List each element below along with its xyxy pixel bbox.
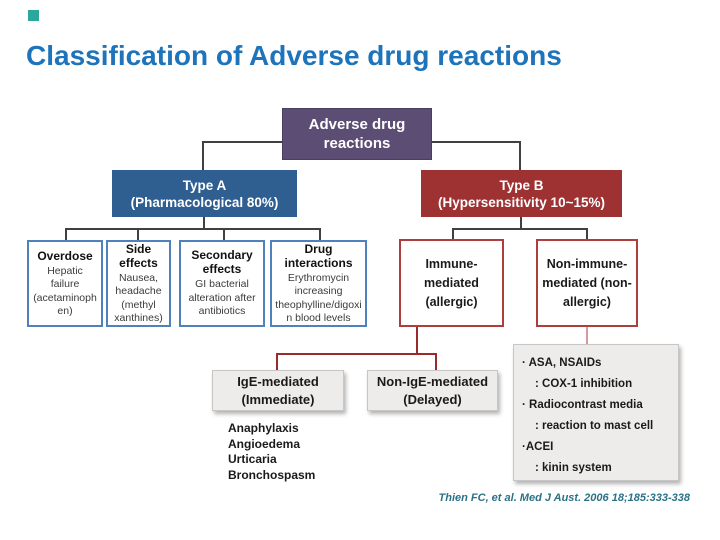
node-type-b: Type B (Hypersensitivity 10~15%) xyxy=(421,170,622,217)
connector-line xyxy=(223,228,225,240)
connector-line xyxy=(452,228,454,239)
node-secondary-effects: Secondary effects GI bacterial alteratio… xyxy=(179,240,265,327)
connector-line xyxy=(452,228,588,230)
detail-item: ·ACEI xyxy=(522,441,554,453)
detail-item: · ASA, NSAIDs xyxy=(522,357,602,369)
node-label: Adverse drug reactions xyxy=(308,116,406,152)
node-immune-mediated: Immune-mediated (allergic) xyxy=(399,239,504,327)
connector-line xyxy=(276,353,437,355)
node-body: GI bacterial alteration after antibiotic… xyxy=(188,278,256,318)
connector-line xyxy=(203,141,282,143)
detail-mechanism: : COX-1 inhibition xyxy=(535,378,633,390)
citation: Thien FC, et al. Med J Aust. 2006 18;185… xyxy=(438,492,690,504)
ige-examples-list: Anaphylaxis Angioedema Urticaria Broncho… xyxy=(228,421,315,483)
connector-line xyxy=(519,141,521,170)
node-title: Overdose xyxy=(37,248,93,263)
node-body: Erythromycin increasing theophylline/dig… xyxy=(275,271,362,325)
connector-line xyxy=(520,217,522,229)
node-label: Immune-mediated (allergic) xyxy=(424,256,479,309)
node-label: Non-immune-mediated (non-allergic) xyxy=(542,256,632,309)
non-immune-details-panel: · ASA, NSAIDs : COX-1 inhibition · Radio… xyxy=(513,344,679,481)
connector-line xyxy=(586,327,588,344)
node-title: IgE-mediated xyxy=(237,373,319,389)
node-title: Type B xyxy=(499,177,544,193)
slide-accent-square xyxy=(28,10,39,21)
list-item: Anaphylaxis xyxy=(228,421,299,435)
node-adverse-drug-reactions: Adverse drug reactions xyxy=(282,108,432,160)
node-body: Hepatic failure (acetaminophen) xyxy=(33,264,97,318)
connector-line xyxy=(435,353,437,370)
node-drug-interactions: Drug interactions Erythromycin increasin… xyxy=(270,240,367,327)
node-non-ige-mediated: Non-IgE-mediated (Delayed) xyxy=(367,370,498,411)
connector-line xyxy=(586,228,588,239)
connector-line xyxy=(276,353,278,370)
node-title: Drug interactions xyxy=(284,241,353,270)
connector-line xyxy=(319,228,321,240)
node-title: Type A xyxy=(182,177,227,193)
connector-line xyxy=(416,327,418,355)
node-side-effects: Side effects Nausea, headache (methyl xa… xyxy=(106,240,171,327)
node-non-immune-mediated: Non-immune-mediated (non-allergic) xyxy=(536,239,638,327)
detail-mechanism: : kinin system xyxy=(535,462,612,474)
connector-line xyxy=(65,228,321,230)
connector-line xyxy=(137,228,139,240)
node-subtitle: (Delayed) xyxy=(403,391,462,407)
node-body: Nausea, headache (methyl xanthines) xyxy=(114,271,163,325)
node-title: Non-IgE-mediated xyxy=(376,373,489,389)
connector-line xyxy=(202,141,204,170)
node-overdose: Overdose Hepatic failure (acetaminophen) xyxy=(27,240,103,327)
connector-line xyxy=(432,141,521,143)
list-item: Bronchospasm xyxy=(228,467,316,482)
node-subtitle: (Pharmacological 80%) xyxy=(130,194,279,210)
node-type-a: Type A (Pharmacological 80%) xyxy=(112,170,297,217)
list-item: Urticaria xyxy=(228,452,277,466)
slide-title: Classification of Adverse drug reactions xyxy=(26,40,562,71)
node-ige-mediated: IgE-mediated (Immediate) xyxy=(212,370,344,411)
node-subtitle: (Immediate) xyxy=(241,391,315,407)
list-item: Angioedema xyxy=(228,436,301,451)
detail-item: · Radiocontrast media xyxy=(522,399,643,411)
connector-line xyxy=(65,228,67,240)
node-subtitle: (Hypersensitivity 10~15%) xyxy=(438,194,605,210)
detail-mechanism: : reaction to mast cell xyxy=(535,420,654,432)
node-title: Side effects xyxy=(119,241,158,270)
node-title: Secondary effects xyxy=(191,248,253,277)
connector-line xyxy=(203,217,205,229)
